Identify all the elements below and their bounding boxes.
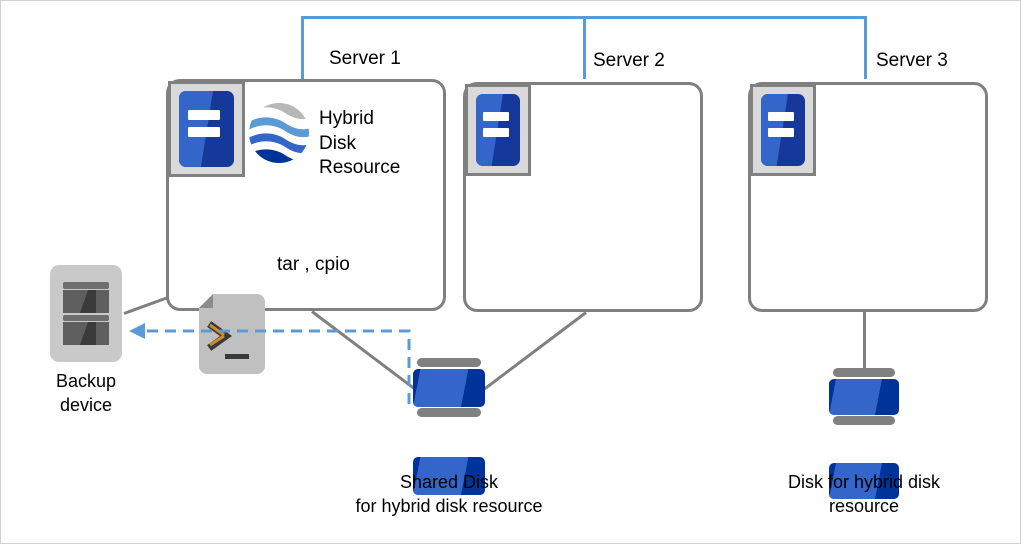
globe-stripes-icon xyxy=(247,101,311,165)
command-label: tar , cpio xyxy=(277,254,350,275)
shared-disk-icon[interactable] xyxy=(413,358,485,495)
server2-label: Server 2 xyxy=(593,50,665,71)
server2-shared-disk-connector xyxy=(481,311,587,392)
network-drop-server2 xyxy=(583,16,586,79)
hybrid-disk-resource-label: Hybrid Disk Resource xyxy=(319,108,401,179)
terminal-script-icon xyxy=(199,294,265,374)
server2-box[interactable] xyxy=(463,82,703,312)
server3-box[interactable] xyxy=(748,82,988,312)
server1-label: Server 1 xyxy=(329,48,401,69)
network-drop-server1 xyxy=(301,16,304,79)
server3-label: Server 3 xyxy=(876,50,948,71)
server3-icon xyxy=(750,84,816,176)
backup-device-label: Backup device xyxy=(55,371,117,415)
server1-icon xyxy=(168,81,245,177)
shared-disk-label: Shared Disk for hybrid disk resource xyxy=(355,472,543,516)
backup-flow-arrow xyxy=(129,323,411,404)
hybrid-disk-label: Disk for hybrid disk resource xyxy=(787,472,941,516)
server3-hybrid-disk-connector xyxy=(863,310,866,372)
network-drop-server3 xyxy=(864,16,867,79)
server2-icon xyxy=(465,84,531,176)
backup-device-icon[interactable] xyxy=(50,265,122,362)
hybrid-disk-icon[interactable] xyxy=(829,368,899,499)
